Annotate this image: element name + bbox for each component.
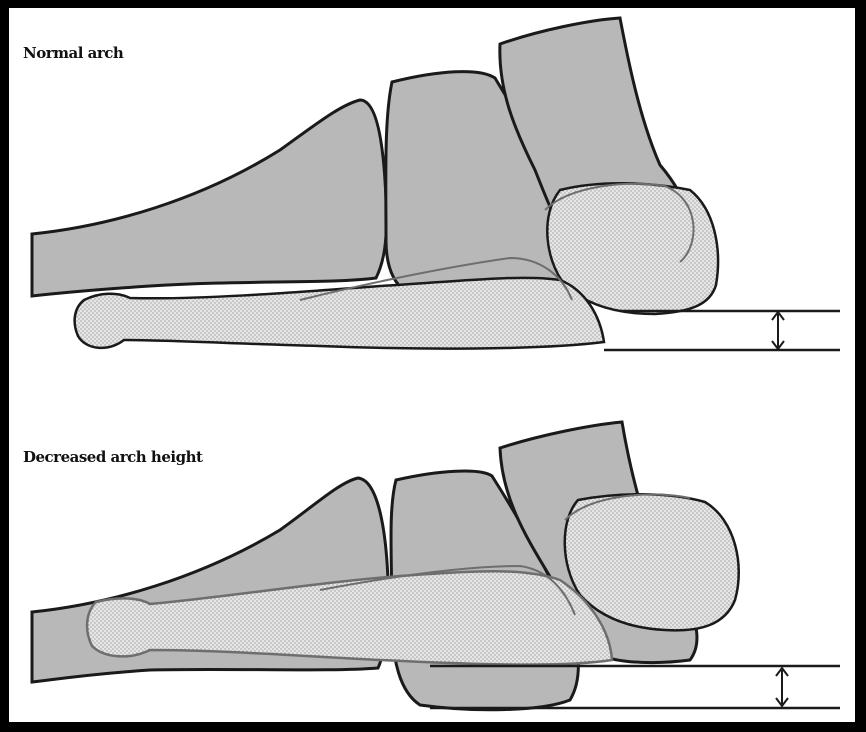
normal-arch-figure — [32, 18, 840, 350]
normal-arch-label: Normal arch — [23, 44, 123, 62]
decreased-arch-label: Decreased arch height — [23, 448, 202, 466]
figure-panel: Normal arch Decreased arch height — [9, 8, 855, 722]
foot-arch-diagram — [9, 8, 855, 722]
metatarsal-bone — [32, 100, 387, 296]
first-metatarsal-overlay — [75, 278, 604, 349]
